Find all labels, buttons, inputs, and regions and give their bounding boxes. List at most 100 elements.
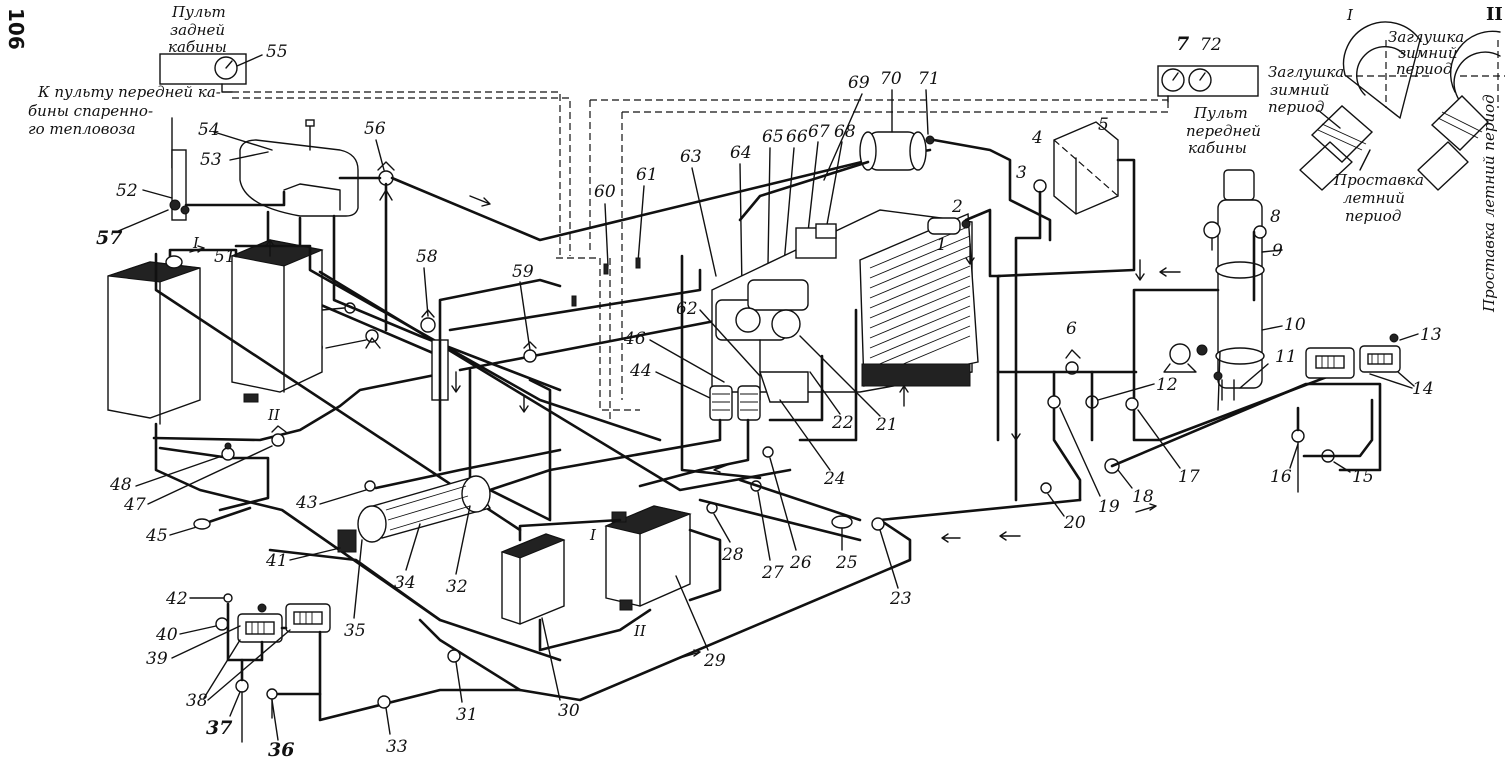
callout-55: 55 [266,42,288,62]
pipe-return-main [418,498,1082,702]
callout-64: 64 [730,143,752,163]
callout-19: 19 [1098,497,1120,517]
filter-38 [285,603,331,633]
callout-15: 15 [1352,467,1374,487]
callout-16: 16 [1270,467,1292,487]
callout-7: 7 [1176,33,1189,55]
pipe-main-horizontal [448,268,702,332]
tank-left-ii-label: II [267,406,281,424]
pipe-70-long [738,160,870,222]
manual-pump-52 [115,117,190,233]
callout-36: 36 [268,739,294,760]
fuel-heater-1 [927,217,971,235]
valve-17 [1125,397,1139,411]
valve-49 [365,329,381,349]
valve-56 [377,161,395,186]
pipe-21 [798,308,858,442]
callout-23: 23 [889,589,912,609]
callout-40: 40 [155,625,178,645]
pipe-6-down [1052,370,1082,502]
callout-8: 8 [1270,207,1281,227]
valve-19 [1047,395,1061,409]
filter-13 [1359,333,1401,373]
spacer-summer-1-line-3: период [1345,207,1401,225]
callout-4: 4 [1031,128,1043,148]
callout-56: 56 [364,119,386,139]
spacer-summer-2-caption: Проставка летний период [1480,94,1498,313]
inset-ii-label: II [1486,4,1503,25]
callout-59: 59 [512,262,534,282]
pipe-43 [374,448,562,490]
flex-hose-46 [737,385,761,421]
rear-panel-caption-1: Пульт [171,3,226,21]
to-front-panel-caption-3: го тепловоза [28,120,136,138]
inset-i-label: I [1346,6,1354,24]
callout-5: 5 [1098,115,1109,135]
pipe-22 [768,354,824,422]
callout-45: 45 [145,526,168,546]
callout-44: 44 [629,361,652,381]
pump-10 [1163,343,1208,373]
callout-42: 42 [165,589,188,609]
callout-24: 24 [823,469,846,489]
pipe-return-right [1110,382,1382,472]
pipe-2 [964,208,1002,278]
callout-38: 38 [186,691,208,711]
pipe-41 [268,548,442,622]
callout-35: 35 [344,621,366,641]
rear-panel-caption-2: задней [170,21,225,39]
callout-14: 14 [1412,379,1434,399]
flex-hose-44 [709,385,733,421]
pipe-cross-2 [234,244,662,442]
rear-panel-caption-3: кабины [168,38,227,56]
valve-40 [215,617,229,631]
valve-37 [235,679,249,743]
callout-29: 29 [703,651,726,671]
pipe-46 [638,418,750,488]
heater-column [1203,169,1265,401]
callout-47: 47 [123,495,146,515]
pipe-heater-left [1132,288,1220,402]
plug-winter-1-line-3: период [1268,98,1324,116]
callout-41: 41 [265,551,288,571]
callout-58: 58 [416,247,438,267]
front-cabin-panel: Пульт передней кабины 7 72 [1157,33,1261,157]
pipe-44 [458,418,722,502]
callout-21: 21 [875,415,898,435]
front-panel-caption-2: передней [1186,122,1261,140]
valve-47 [271,425,287,447]
valve-33 [377,695,391,709]
pipe-25-28 [698,478,862,542]
heater-34 [337,475,492,553]
callout-72: 72 [1200,35,1222,55]
callout-18: 18 [1132,487,1154,507]
callout-70: 70 [880,69,902,89]
pipe-tank-mid-bottom [538,608,652,652]
inset-i: I Заглушка зимний период Проставка летни… [1268,6,1430,225]
callout-20: 20 [1063,513,1086,533]
callout-39: 39 [146,649,168,669]
callout-69: 69 [848,73,870,93]
callout-66: 66 [786,127,808,147]
page-number: 106 [4,8,28,50]
to-front-panel-caption-1: К пульту передней ка- [37,83,221,101]
pipe-engine-left [680,254,762,480]
pipe-mid-horizontal [458,318,722,372]
front-panel-caption-3: кабины [1188,139,1247,157]
callout-61: 61 [636,165,658,185]
callout-32: 32 [446,577,468,597]
pipe-15 [1296,398,1374,458]
plug-winter-1-line-2: зимний [1270,81,1329,99]
valve-8 [1253,225,1267,239]
diesel-block [711,209,979,403]
filter-14 [1305,347,1355,379]
plug-winter-2-line-2: зимний [1398,44,1457,62]
spacer-summer-1-line-2: летний [1343,189,1405,207]
pipe-70-out [932,138,1052,242]
filter-25 [831,515,853,529]
pipe-from-52 [184,190,286,207]
callout-27: 27 [761,563,784,583]
plug-winter-2-line-1: Заглушка [1388,28,1464,46]
callout-33: 33 [386,737,408,757]
